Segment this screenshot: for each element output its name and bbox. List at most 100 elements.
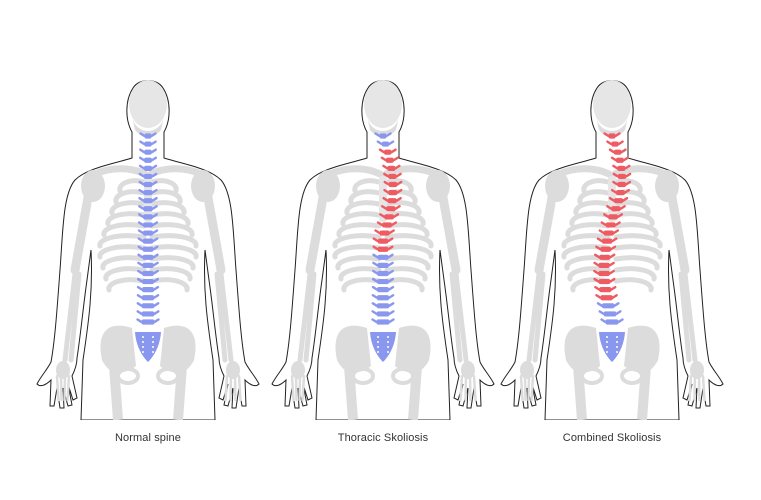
finger (523, 374, 527, 402)
vertebra (380, 205, 401, 212)
vertebra (138, 196, 158, 204)
vertebra (371, 318, 395, 325)
finger (290, 374, 295, 402)
left-femur (344, 365, 358, 420)
vertebra (137, 213, 159, 220)
left-rib (352, 178, 382, 194)
transverse-process (136, 294, 160, 299)
transverse-process (606, 205, 626, 210)
right-femur (173, 365, 187, 420)
right-rib (384, 178, 414, 194)
vertebra-body (143, 173, 153, 180)
transverse-process (136, 285, 160, 291)
finger (233, 374, 237, 402)
left-clavicle (555, 165, 613, 178)
vertebra (610, 188, 631, 196)
vertebra-body (601, 303, 615, 309)
left-humerus (534, 187, 558, 275)
vertebra-body (376, 319, 390, 325)
right-rib (613, 222, 659, 238)
thoracic-scoliosis-illustration (271, 80, 495, 420)
sacral-foramen (616, 336, 618, 338)
vertebra-body (381, 141, 390, 147)
sacral-foramen (616, 351, 618, 353)
vertebra-body (142, 278, 154, 285)
vertebra-body (611, 206, 621, 212)
vertebra (372, 237, 394, 244)
vertebra-body (142, 287, 154, 293)
vertebra-body (616, 157, 624, 163)
left-forearm (526, 271, 546, 363)
vertebra-body (598, 278, 611, 285)
left-rib (332, 233, 382, 249)
vertebra (372, 269, 394, 277)
transverse-process (593, 277, 616, 283)
vertebra-body (603, 311, 617, 317)
palm (291, 361, 305, 379)
finger (530, 374, 535, 402)
transverse-process (138, 172, 158, 178)
sacral-foramen (152, 351, 154, 353)
right-rib (384, 255, 431, 271)
vertebra-body (377, 278, 389, 285)
vertebra (594, 285, 617, 293)
vertebra (136, 318, 160, 325)
sacral-foramen (377, 336, 379, 338)
transverse-process (379, 213, 400, 219)
finger (468, 374, 472, 402)
sacral-foramen (616, 346, 618, 348)
vertebra-body (144, 141, 152, 147)
finger (229, 374, 233, 402)
jaw (132, 116, 164, 136)
transverse-process (598, 229, 620, 235)
transverse-process (594, 253, 616, 259)
finger (63, 374, 67, 402)
hands (290, 361, 477, 402)
transverse-process (136, 318, 160, 324)
vertebra (383, 188, 403, 196)
left-rib (565, 222, 611, 238)
transverse-process (596, 237, 618, 243)
vertebra-body (608, 133, 616, 139)
vertebra-body (143, 198, 153, 204)
sacral-foramen (616, 341, 618, 343)
transverse-process (374, 132, 392, 138)
vertebra (606, 140, 624, 147)
transverse-process (608, 196, 629, 202)
finger (298, 374, 302, 402)
left-rib (344, 200, 382, 216)
vertebra (608, 148, 627, 155)
transverse-process (137, 213, 159, 219)
left-rib (561, 233, 611, 249)
transverse-process (376, 140, 395, 146)
vertebra (138, 156, 158, 163)
transverse-process (378, 148, 397, 154)
combined-scoliosis-illustration (500, 80, 724, 420)
vertebra (138, 205, 158, 212)
vertebra-body (605, 222, 616, 228)
finger (464, 374, 468, 402)
transverse-process (137, 261, 159, 267)
vertebra-body (388, 190, 398, 196)
sacral-foramen (152, 336, 154, 338)
vertebra (594, 253, 616, 260)
vertebra-body (141, 295, 155, 301)
left-rib (335, 255, 382, 271)
vertebra (603, 132, 621, 139)
vertebra (600, 221, 621, 228)
vertebra-body (376, 311, 390, 317)
vertebra (136, 310, 160, 317)
sacral-foramen (142, 351, 144, 353)
vertebra-body (384, 214, 394, 220)
finger (294, 374, 298, 402)
vertebra (598, 310, 622, 317)
transverse-process (371, 318, 395, 324)
vertebra-body (142, 270, 154, 277)
right-femur (408, 365, 422, 420)
transverse-process (372, 261, 394, 267)
spine (370, 132, 403, 362)
sacrum (370, 332, 396, 362)
vertebra (137, 261, 159, 268)
vertebra-body (611, 141, 619, 147)
skull (129, 80, 167, 128)
